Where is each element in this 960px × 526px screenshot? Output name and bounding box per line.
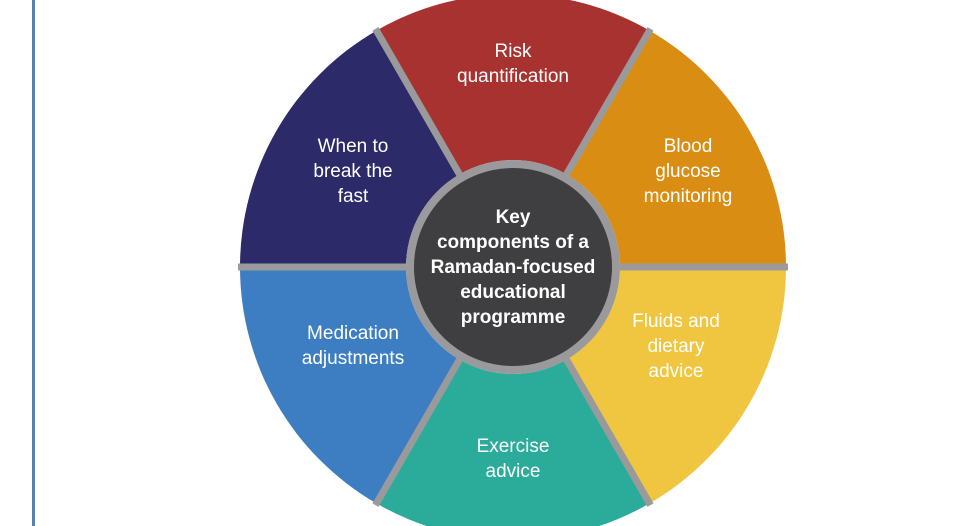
segment-divider	[563, 27, 654, 177]
wheel-dividers	[238, 27, 788, 507]
segment-blood	[566, 30, 786, 267]
segment-medication	[239, 267, 460, 504]
segment-fast	[240, 30, 460, 267]
wheel-segments	[239, 0, 786, 526]
segment-fluids	[566, 267, 786, 504]
segment-divider	[372, 357, 463, 507]
hub-circle	[414, 168, 612, 366]
left-border-rule	[32, 0, 35, 526]
segment-risk	[376, 0, 650, 175]
segment-divider	[563, 357, 654, 507]
segment-divider	[372, 27, 463, 177]
segment-exercise	[376, 359, 650, 526]
